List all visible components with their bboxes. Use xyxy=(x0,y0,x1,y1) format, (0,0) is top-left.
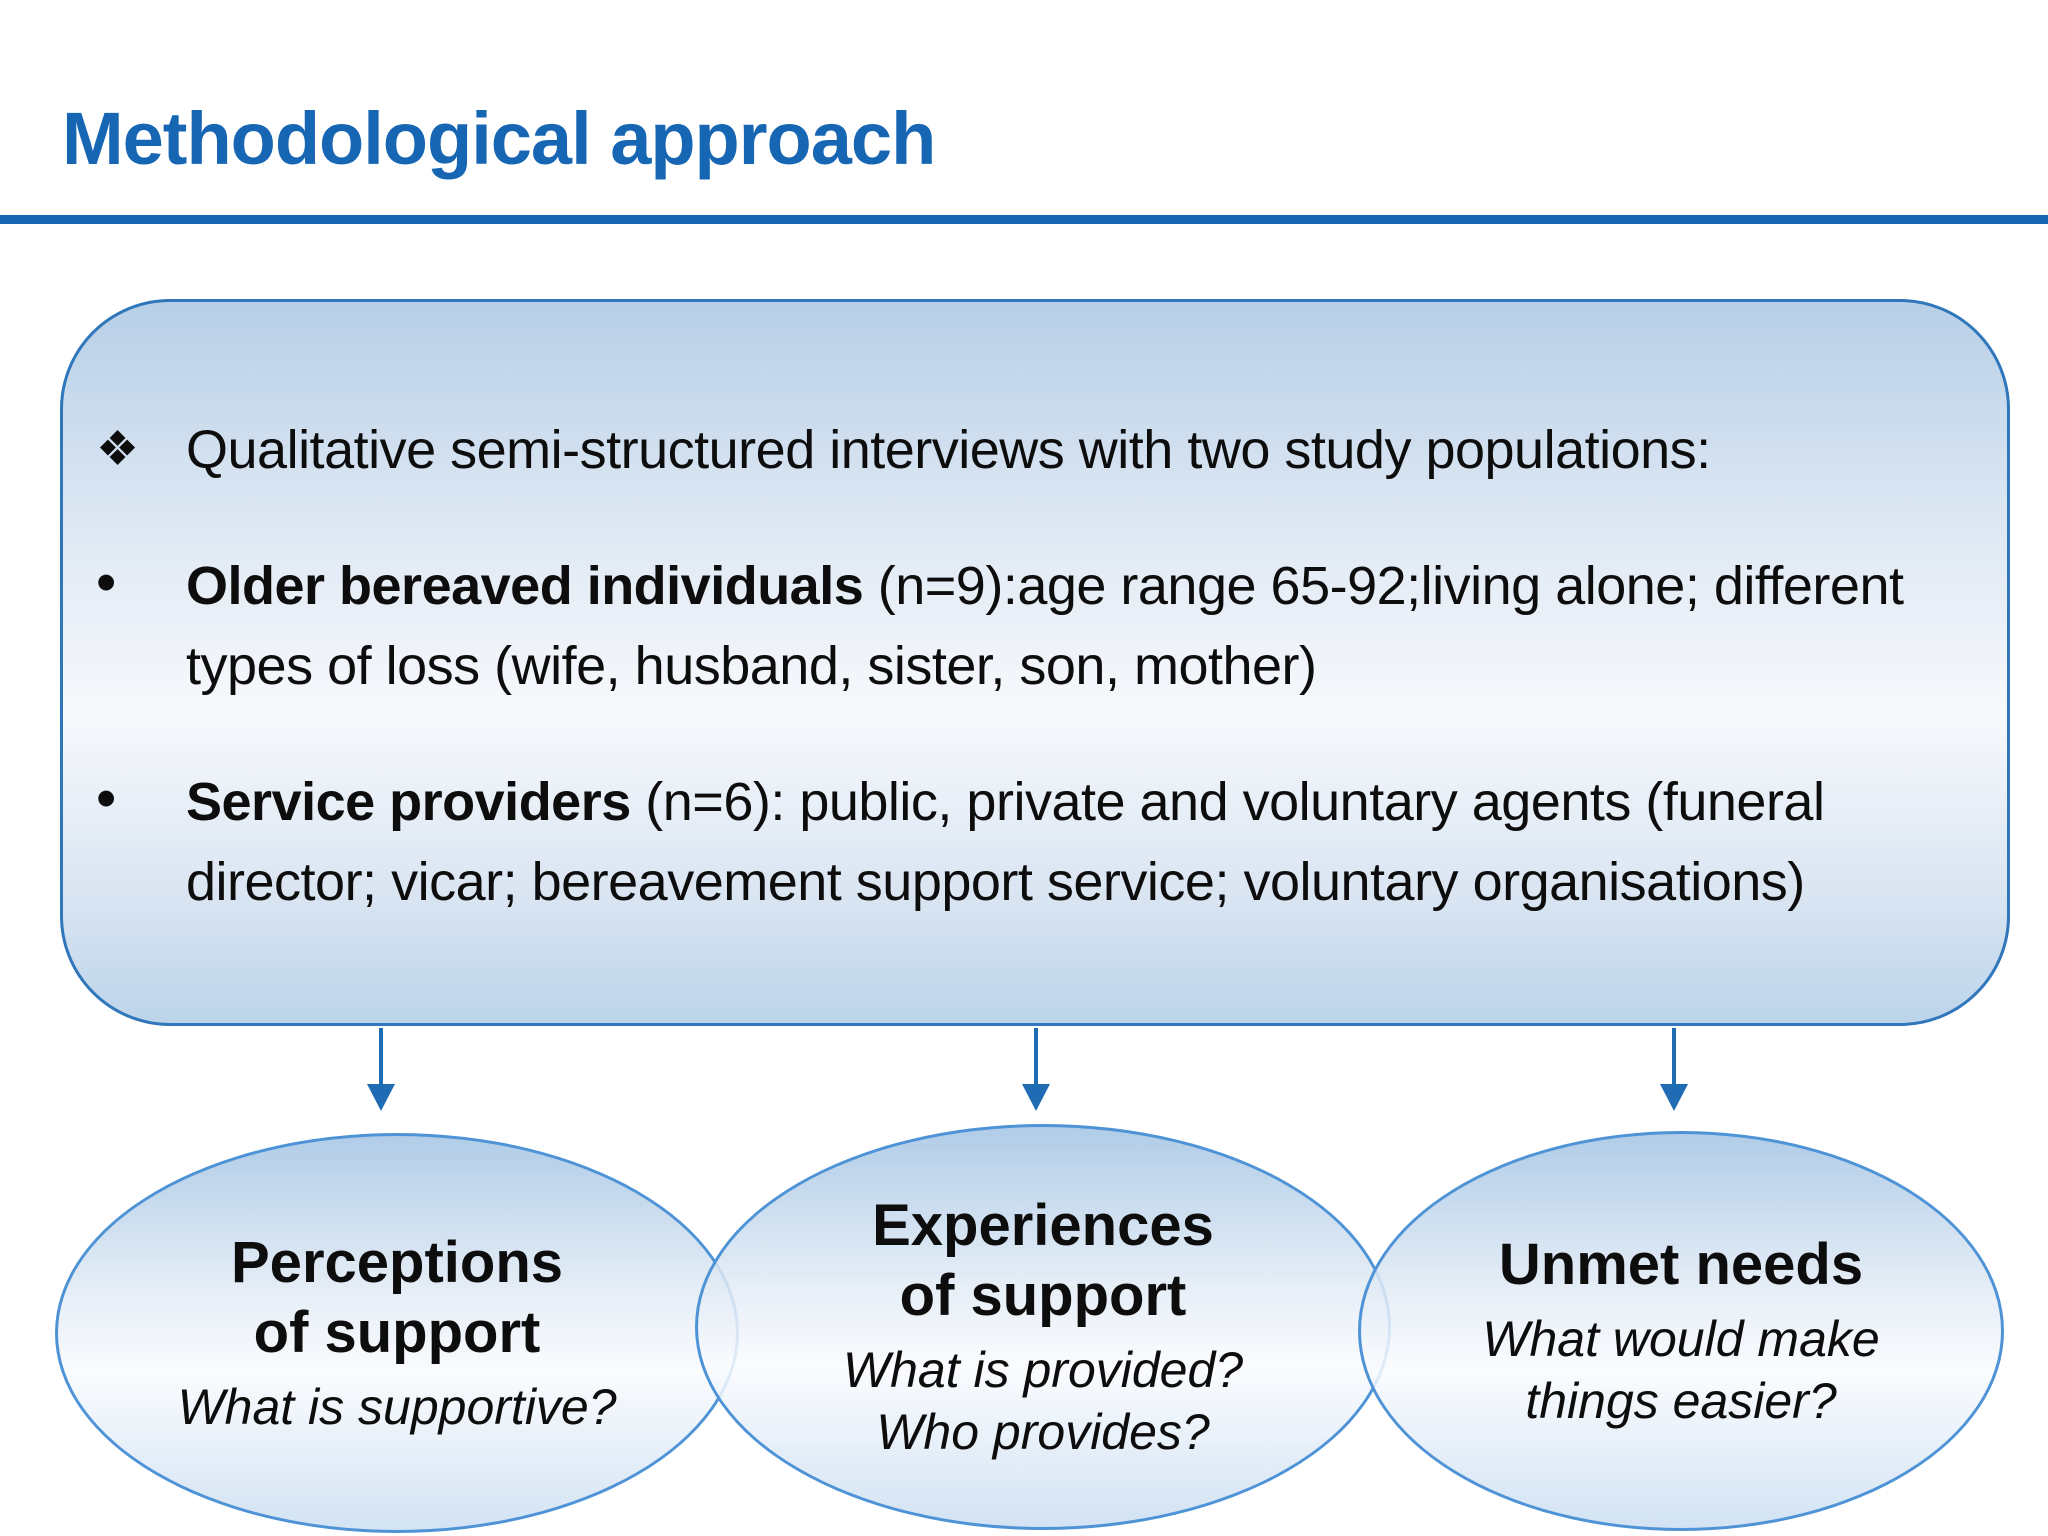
theme-subtitle-line: things easier? xyxy=(1525,1373,1837,1429)
theme-title-line: of support xyxy=(899,1263,1187,1328)
connector-arrow-unmet-needs xyxy=(1660,1028,1688,1111)
theme-title-line: of support xyxy=(253,1300,541,1365)
theme-ellipse-experiences: Experiences of support What is provided?… xyxy=(695,1124,1391,1530)
theme-title-line: Experiences xyxy=(872,1193,1214,1258)
theme-title-line: Perceptions xyxy=(231,1230,563,1295)
bullet-list: ❖ Qualitative semi-structured interviews… xyxy=(63,302,2007,978)
theme-subtitle-line: What would make xyxy=(1482,1311,1880,1367)
bullet-lead: Older bereaved individuals xyxy=(186,556,864,616)
theme-subtitle-line: What is provided? xyxy=(842,1342,1244,1398)
connector-arrow-experiences xyxy=(1022,1028,1050,1111)
dot-bullet-icon: • xyxy=(96,550,116,615)
bullet-lead: Service providers xyxy=(186,772,631,832)
down-arrow-icon xyxy=(1660,1084,1688,1111)
connector-arrow-perceptions xyxy=(367,1028,395,1111)
theme-subtitle-line: What is supportive? xyxy=(177,1379,617,1435)
arrow-line xyxy=(1672,1028,1676,1084)
bullet-item-service-providers: • Service providers (n=6): public, priva… xyxy=(96,762,1971,922)
bullet-item-qualitative: ❖ Qualitative semi-structured interviews… xyxy=(96,410,1971,490)
theme-subtitle: What is supportive? xyxy=(177,1376,616,1438)
down-arrow-icon xyxy=(367,1084,395,1111)
bullet-text: Qualitative semi-structured interviews w… xyxy=(186,420,1711,480)
down-arrow-icon xyxy=(1022,1084,1050,1111)
arrow-line xyxy=(379,1028,383,1084)
study-populations-box: ❖ Qualitative semi-structured interviews… xyxy=(60,299,2010,1026)
dot-bullet-icon: • xyxy=(96,766,116,831)
page-title: Methodological approach xyxy=(62,97,936,180)
bullet-text: (n=9):age range 65-92;living alone; diff… xyxy=(186,556,1904,696)
theme-ellipse-unmet-needs: Unmet needs What would make things easie… xyxy=(1358,1131,2004,1531)
bullet-item-older-bereaved: • Older bereaved individuals (n=9):age r… xyxy=(96,546,1971,706)
diamond-bullet-icon: ❖ xyxy=(96,423,139,476)
bullet-text: (n=6): public, private and voluntary age… xyxy=(186,772,1825,912)
theme-title-line: Unmet needs xyxy=(1498,1232,1864,1297)
title-underline xyxy=(0,215,2048,224)
arrow-line xyxy=(1034,1028,1038,1084)
theme-subtitle-line: Who provides? xyxy=(876,1404,1210,1460)
theme-subtitle: What is provided? Who provides? xyxy=(843,1339,1243,1463)
theme-subtitle: What would make things easier? xyxy=(1482,1308,1879,1432)
theme-ellipse-perceptions: Perceptions of support What is supportiv… xyxy=(55,1133,739,1533)
